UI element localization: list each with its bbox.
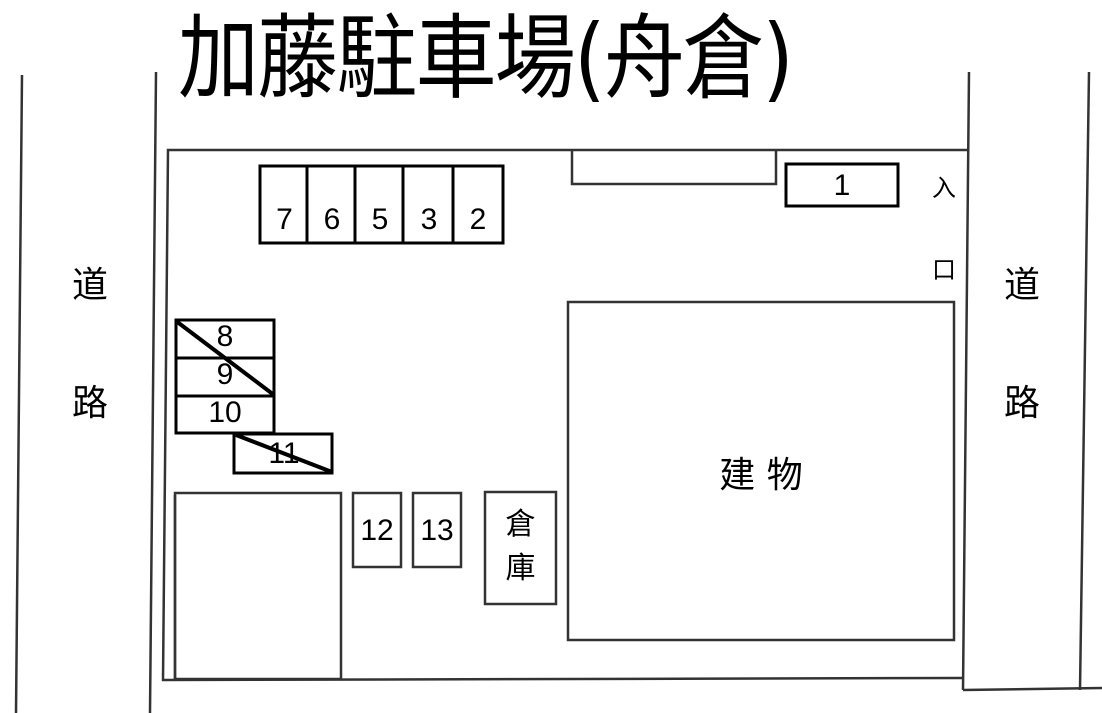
left-road-inner-edge bbox=[148, 71, 158, 713]
top-structure bbox=[570, 150, 778, 186]
parking-space-12[interactable]: 12 bbox=[360, 514, 394, 547]
parking-space-7[interactable]: 7 bbox=[276, 203, 293, 236]
parking-space-3[interactable]: 3 bbox=[420, 203, 438, 236]
lot-boundary bbox=[161, 148, 969, 682]
entrance-label-1: 入 bbox=[932, 174, 956, 202]
parking-space-1[interactable]: 1 bbox=[833, 169, 851, 202]
parking-space-9[interactable]: 9 bbox=[216, 358, 234, 391]
left-road-outer-edge bbox=[14, 74, 24, 713]
parking-space-2[interactable]: 2 bbox=[469, 203, 487, 236]
right-road-bottom-edge bbox=[962, 686, 1102, 692]
storage-label-1: 倉 bbox=[505, 507, 536, 542]
top-row-spaces-outline bbox=[258, 164, 505, 245]
left-road-label-1: 道 bbox=[71, 265, 108, 306]
parking-space-11[interactable]: 11 bbox=[268, 437, 300, 470]
left-road-label-2: 路 bbox=[71, 383, 108, 424]
spaces-8-10-outline bbox=[174, 318, 276, 435]
right-road-inner-edge bbox=[961, 71, 971, 691]
bottom-left-structure bbox=[173, 491, 343, 681]
right-road-label-1: 道 bbox=[1003, 265, 1040, 306]
right-road-label-2: 路 bbox=[1003, 383, 1040, 424]
building-outline bbox=[566, 300, 956, 642]
strike-11 bbox=[235, 433, 333, 474]
space-13-outline bbox=[411, 491, 463, 569]
building-label: 建 物 bbox=[719, 455, 803, 496]
parking-space-10[interactable]: 10 bbox=[208, 396, 242, 429]
right-road-outer-edge bbox=[1078, 71, 1091, 691]
strike-8-9 bbox=[174, 319, 276, 397]
parking-space-8[interactable]: 8 bbox=[216, 320, 234, 353]
page-title: 加藤駐車場(舟倉) bbox=[178, 5, 794, 112]
parking-space-13[interactable]: 13 bbox=[420, 514, 454, 547]
parking-space-5[interactable]: 5 bbox=[371, 203, 389, 236]
space-12-outline bbox=[351, 491, 403, 569]
storage-label-2: 庫 bbox=[505, 551, 536, 586]
space-1-outline bbox=[784, 162, 900, 208]
entrance-label-2: 口 bbox=[932, 256, 956, 284]
storage-outline bbox=[483, 490, 558, 606]
parking-space-6[interactable]: 6 bbox=[323, 203, 341, 236]
space-11-outline bbox=[232, 432, 334, 475]
